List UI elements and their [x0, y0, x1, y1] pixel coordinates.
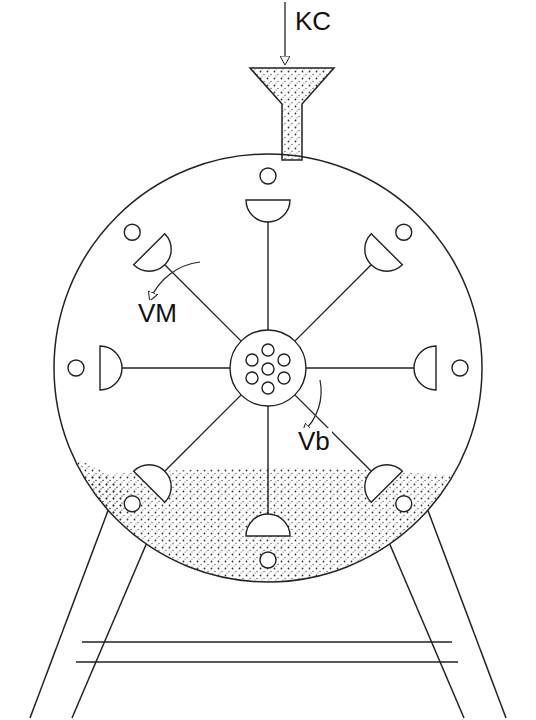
bucket-pivot — [124, 496, 140, 512]
bucket-pivot — [260, 168, 276, 184]
bucket-pivot — [452, 360, 468, 376]
velocity-label: Vb — [296, 428, 332, 454]
velocity-label: VM — [136, 300, 179, 326]
stand-frame — [30, 500, 506, 718]
feed-rate-label: KC — [293, 8, 333, 34]
bucket-pivot — [396, 224, 412, 240]
feed-arrow — [284, 2, 285, 64]
bucket-pivot — [124, 224, 140, 240]
velocity-arrow — [303, 380, 321, 432]
bucket — [365, 465, 403, 503]
feed-hopper — [250, 68, 334, 160]
bucket-pivot — [396, 496, 412, 512]
bucket-pivot — [260, 552, 276, 568]
bucket — [100, 346, 122, 390]
rotation-arrow — [150, 262, 200, 300]
bucket — [134, 234, 172, 272]
bucket — [246, 200, 290, 222]
bucket — [365, 234, 403, 272]
bucket — [414, 346, 436, 390]
hub — [230, 330, 306, 406]
bucket-pivot — [68, 360, 84, 376]
bucket — [246, 514, 290, 536]
sand-fill — [40, 459, 500, 600]
bucket — [134, 465, 172, 503]
bucket-rotor — [68, 168, 468, 568]
